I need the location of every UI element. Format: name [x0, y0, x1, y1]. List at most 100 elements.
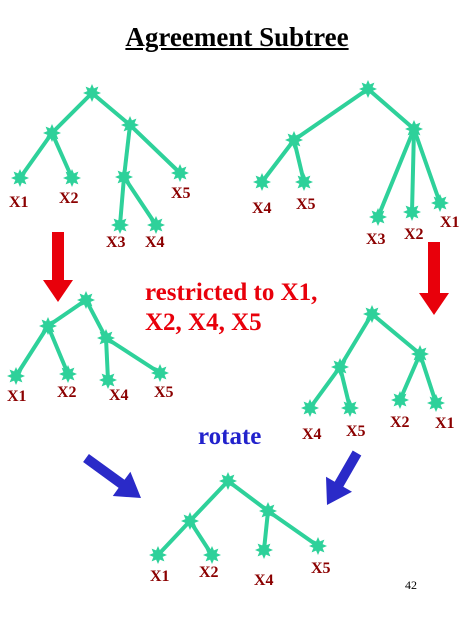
tree-edge: [308, 365, 342, 410]
tree-mid-left: X1 X2 X4 X5: [7, 291, 174, 405]
tree-node: [99, 371, 117, 389]
tree-node: [11, 169, 29, 187]
slide-number: 42: [405, 578, 417, 592]
tree-node: [341, 399, 359, 417]
leaf-label-x5: X5: [296, 196, 316, 213]
leaf-label-x2: X2: [57, 384, 77, 401]
tree-node: [219, 472, 237, 490]
tree-node: [309, 537, 327, 555]
tree-node: [295, 173, 313, 191]
tree-node: [391, 391, 409, 409]
tree-node: [147, 216, 165, 234]
tree-node: [259, 502, 277, 520]
tree-node: [301, 399, 319, 417]
leaf-label-x2: X2: [59, 190, 79, 207]
tree-edge: [90, 91, 132, 127]
tree-edge: [128, 123, 182, 175]
tree-edge: [266, 509, 320, 548]
tree-node: [39, 317, 57, 335]
leaf-label-x1: X1: [7, 388, 27, 405]
red-down-arrow-left: [43, 232, 73, 302]
tree-edge: [46, 298, 88, 328]
tree-edge: [338, 365, 352, 410]
tree-edge: [410, 127, 416, 214]
tree-edge: [370, 312, 422, 356]
tree-edge: [122, 123, 132, 179]
tree-node: [115, 168, 133, 186]
leaf-label-x2: X2: [199, 564, 219, 581]
tree-node: [181, 512, 199, 530]
tree-node: [149, 546, 167, 564]
tree-edge: [292, 87, 370, 142]
tree-node: [83, 84, 101, 102]
leaf-label-x4: X4: [302, 426, 322, 443]
tree-node: [405, 120, 423, 138]
leaf-label-x3: X3: [366, 231, 386, 248]
tree-node: [359, 80, 377, 98]
tree-edge: [118, 175, 126, 227]
tree-node: [427, 394, 445, 412]
leaf-label-x5: X5: [311, 560, 331, 577]
leaf-label-x4: X4: [252, 200, 272, 217]
leaf-label-x5: X5: [154, 384, 174, 401]
tree-node: [63, 169, 81, 187]
tree-node: [363, 305, 381, 323]
tree-edge: [412, 127, 442, 205]
tree-edge: [418, 352, 438, 405]
leaf-label-x1: X1: [150, 568, 170, 585]
tree-bottom: X1 X2 X4 X5: [149, 472, 331, 589]
tree-edge: [18, 131, 54, 180]
tree-edge: [366, 87, 416, 131]
caption-rotate: rotate: [198, 423, 261, 450]
tree-node: [253, 173, 271, 191]
tree-edge: [292, 138, 306, 184]
caption-restricted-line1: restricted to X1,: [145, 279, 317, 306]
tree-edge: [104, 336, 162, 375]
leaf-label-x4: X4: [254, 572, 274, 589]
tree-node: [111, 216, 129, 234]
tree-edge: [46, 324, 70, 376]
tree-edge: [260, 138, 296, 184]
blue-arrow-left: [83, 454, 141, 498]
leaf-label-x2: X2: [404, 226, 424, 243]
tree-edge: [188, 519, 214, 557]
leaf-label-x2: X2: [390, 414, 410, 431]
tree-edge: [14, 324, 50, 378]
tree-node: [285, 131, 303, 149]
caption-restricted-line2: X2, X4, X5: [145, 309, 262, 336]
tree-edge: [376, 127, 416, 219]
tree-node: [255, 541, 273, 559]
tree-mid-right: X4 X5 X2 X1: [301, 305, 455, 443]
tree-node: [203, 546, 221, 564]
tree-edge: [188, 479, 230, 523]
leaf-label-x1: X1: [9, 194, 29, 211]
leaf-label-x4: X4: [109, 387, 129, 404]
tree-node: [7, 367, 25, 385]
tree-node: [77, 291, 95, 309]
leaf-label-x5: X5: [346, 423, 366, 440]
leaf-label-x5: X5: [171, 185, 191, 202]
blue-arrow-right: [326, 450, 362, 505]
tree-node: [331, 358, 349, 376]
leaf-label-x3: X3: [106, 234, 126, 251]
slide-title: Agreement Subtree: [125, 22, 349, 52]
tree-node: [121, 116, 139, 134]
red-down-arrow-right: [419, 242, 449, 315]
tree-edge: [84, 298, 108, 340]
leaf-label-x1: X1: [440, 214, 460, 231]
tree-node: [411, 345, 429, 363]
leaf-label-x4: X4: [145, 234, 165, 251]
tree-node: [369, 208, 387, 226]
tree-edge: [122, 175, 158, 227]
tree-node: [171, 164, 189, 182]
tree-edge: [50, 91, 94, 135]
tree-node: [151, 364, 169, 382]
leaf-label-x1: X1: [435, 415, 455, 432]
tree-edge: [226, 479, 270, 513]
tree-node: [403, 203, 421, 221]
tree-edge: [398, 352, 422, 402]
tree-node: [431, 194, 449, 212]
